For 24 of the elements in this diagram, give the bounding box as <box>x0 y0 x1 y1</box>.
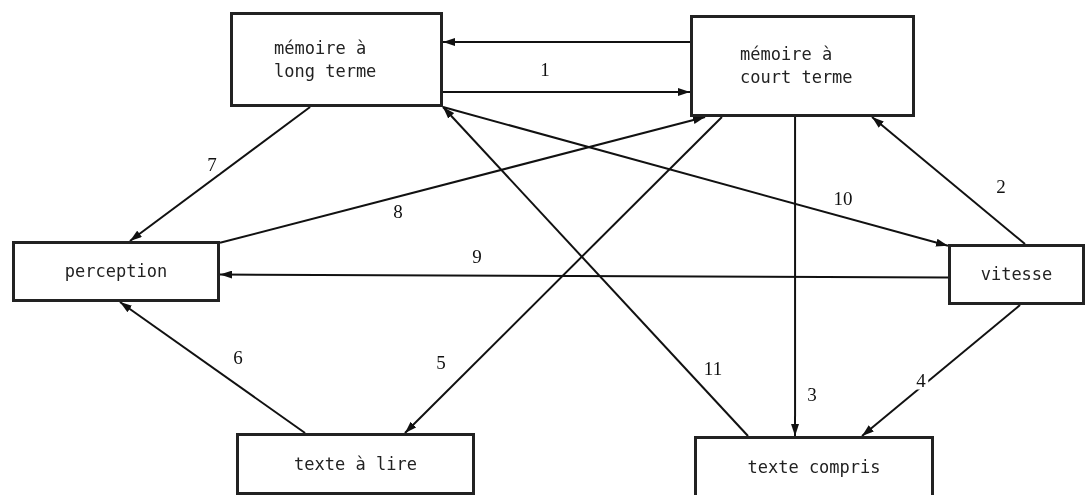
process-box <box>948 244 1085 305</box>
arrow <box>442 106 949 247</box>
arrow <box>861 304 1022 437</box>
process-box <box>690 15 915 117</box>
box-label: texte à lire <box>293 452 418 476</box>
process-box <box>12 241 220 302</box>
box-label: mémoire à court terme <box>739 43 854 89</box>
box-label: texte compris <box>746 455 882 479</box>
process-box <box>236 433 475 495</box>
arrow <box>128 106 312 242</box>
box-label: mémoire à long terme <box>273 36 378 83</box>
process-box <box>694 436 934 495</box>
arrow <box>219 270 949 279</box>
arrow <box>871 116 1026 245</box>
process-box <box>230 12 443 107</box>
arrow <box>442 106 749 437</box>
arrow <box>442 38 691 46</box>
box-label: perception <box>63 260 169 283</box>
arrow <box>118 301 307 434</box>
arrow <box>791 116 800 437</box>
arrow <box>442 88 691 96</box>
box-label: vitesse <box>979 263 1054 286</box>
arrow <box>219 116 707 244</box>
arrow <box>403 116 723 434</box>
